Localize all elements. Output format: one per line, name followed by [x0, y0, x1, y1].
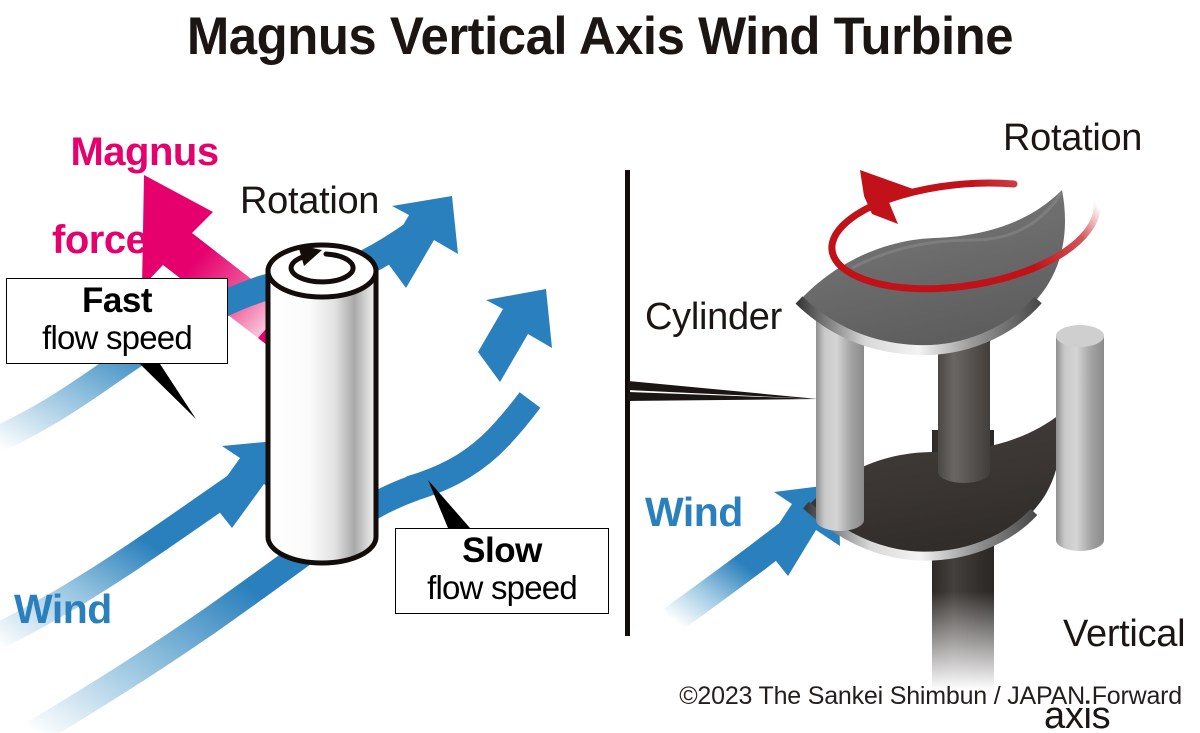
fast-flow-line1: Fast: [82, 281, 152, 320]
rotation-label-right: Rotation: [1003, 117, 1143, 159]
page-title: Magnus Vertical Axis Wind Turbine: [186, 7, 1014, 66]
fast-flow-line2: flow speed: [42, 319, 193, 356]
leader-line-cylinder: [628, 381, 818, 401]
slow-flow-callout: Slow flow speed: [395, 528, 609, 614]
vertical-axis-label: Vertical axis: [1022, 573, 1186, 733]
slow-flow-line2: flow speed: [427, 569, 578, 606]
turbine-top-plate: [795, 190, 1065, 356]
magnus-force-label: Magnus force: [28, 86, 219, 350]
leader-line-fast: [140, 364, 196, 419]
vertical-axis-line1: Vertical: [1063, 613, 1186, 655]
cylinder-label: Cylinder: [645, 296, 782, 338]
panel-divider: [625, 170, 630, 636]
rotation-label-left: Rotation: [240, 180, 380, 222]
wind-label-right: Wind: [645, 489, 743, 535]
fast-flow-callout: Fast flow speed: [6, 278, 228, 364]
magnus-force-line2: force: [52, 218, 148, 262]
copyright-credit: ©2023 The Sankei Shimbun / JAPAN Forward: [679, 682, 1182, 710]
turbine-pillar-right: [1056, 325, 1104, 551]
cylinder-shape: [265, 242, 379, 566]
rotation-ellipse-icon: [828, 170, 1101, 293]
slow-flow-line1: Slow: [462, 531, 542, 570]
wind-label-left: Wind: [14, 586, 112, 632]
circular-arrow-icon: [288, 245, 356, 285]
magnus-force-line1: Magnus: [70, 130, 219, 174]
vertical-axis-line2: axis: [1044, 695, 1111, 733]
leader-line-slow: [428, 480, 470, 528]
